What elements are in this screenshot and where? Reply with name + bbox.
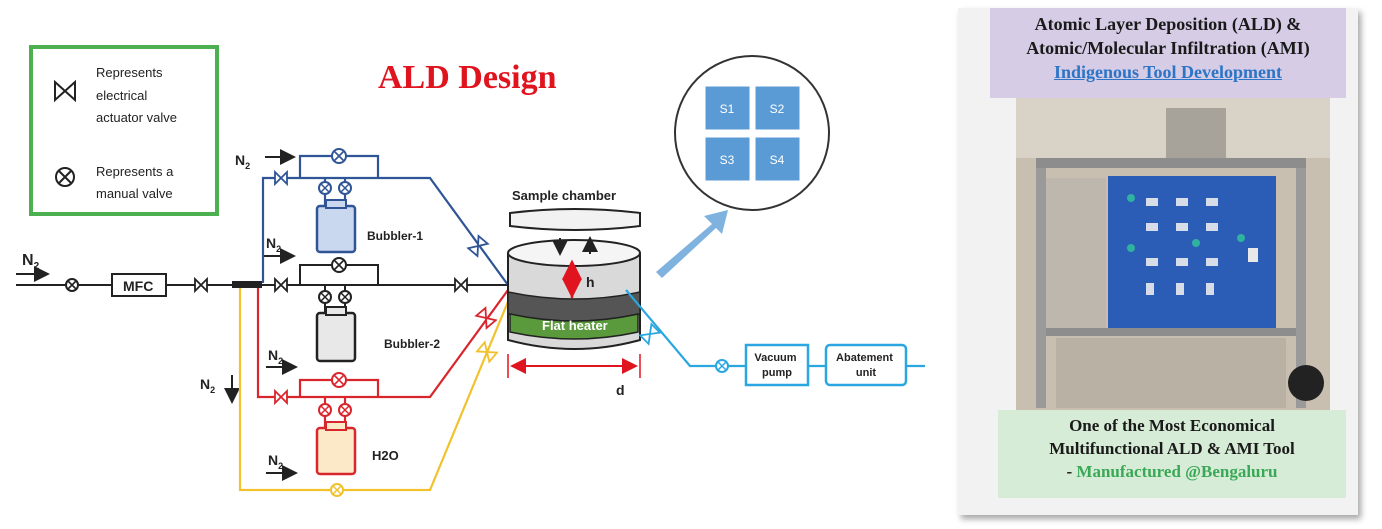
sample-grid: S1 S2 S3 S4 [704, 85, 801, 182]
bubbler1-label: Bubbler-1 [367, 229, 423, 243]
legend-box [29, 45, 219, 216]
legend-actuator-line2: electrical [96, 88, 147, 103]
h2o-label: H2O [372, 448, 399, 463]
n2-label-bubbler1: N2 [235, 149, 296, 171]
sample-tile-s1 [704, 85, 751, 131]
mfc-actuator-valve-icon [194, 276, 208, 294]
h2o-inlet-actuator-icon [274, 388, 288, 406]
vacuum-pump-line1: Vacuum [754, 352, 796, 364]
bubbler2-chamber-actuator-icon [454, 276, 468, 294]
n2-label-bubbler2: N2 [264, 235, 296, 264]
n2-label-purge: N2 [200, 375, 240, 404]
exhaust-actuator-valve-icon [638, 322, 662, 346]
diameter-label: d [616, 382, 625, 398]
svg-text:Represents a manual valve: Represents a manual valve [96, 164, 177, 201]
svg-text:N2: N2 [266, 235, 281, 254]
footer-line2: Multifunctional ALD & AMI Tool [1049, 439, 1295, 458]
svg-text:Abatement unit: Abatement unit [836, 352, 896, 379]
sample-s3-label: S3 [720, 153, 735, 167]
n2-label-h2o: N2 [266, 347, 298, 375]
legend-manual-line2: manual valve [96, 186, 173, 201]
mfc-label: MFC [123, 278, 153, 294]
footer-prefix: - [1066, 462, 1077, 481]
panel-heading: Atomic Layer Deposition (ALD) & Atomic/M… [990, 8, 1346, 98]
sample-zoom-circle [674, 55, 830, 211]
footer-line1: One of the Most Economical [1069, 416, 1275, 435]
svg-text:N2: N2 [235, 152, 250, 171]
diagram-title: ALD Design [378, 59, 557, 96]
bubbler2-vessel [315, 311, 357, 363]
svg-text:N2: N2 [200, 376, 215, 395]
bubbler1-bypass-manual-valve-icon [331, 148, 347, 164]
svg-text:N2: N2 [22, 252, 40, 272]
abatement-unit-box [824, 343, 908, 387]
height-label: h [586, 274, 595, 290]
bubbler1-chamber-actuator-icon [466, 234, 490, 258]
legend-actuator-line1: Represents [96, 65, 163, 80]
sample-s1-label: S1 [720, 102, 735, 116]
footer-line3: - Manufactured @Bengaluru [998, 460, 1346, 483]
abatement-line1: Abatement [836, 352, 893, 364]
vacuum-pump-line2: pump [762, 367, 792, 379]
bubbler2-bypass-manual-valve-icon [331, 257, 347, 273]
svg-text:Represents electrical: Represents electrical actuator valve [96, 65, 177, 125]
footer-highlight: Manufactured @Bengaluru [1076, 462, 1278, 481]
svg-text:N2: N2 [268, 347, 283, 366]
bubbler2-inlet-actuator-icon [274, 276, 288, 294]
bubbler1-manual-valves-icon [318, 181, 352, 195]
sample-s2-label: S2 [770, 102, 785, 116]
purge-manual-valve-icon [330, 483, 344, 497]
abatement-line2: unit [856, 367, 876, 379]
purge-chamber-actuator-icon [475, 340, 499, 364]
h2o-line [256, 288, 509, 428]
sample-tile-s4 [754, 136, 801, 182]
h2o-bypass-manual-valve-icon [331, 372, 347, 388]
sample-tile-s2 [754, 85, 801, 131]
sample-tile-s3 [704, 136, 751, 182]
heading-line1: Atomic Layer Deposition (ALD) & [1034, 14, 1302, 34]
n2-label-inlet: N2 [16, 252, 50, 282]
n2-label-yellow: N2 [266, 452, 298, 481]
actuator-valve-icon [54, 79, 76, 103]
inlet-manual-valve-icon [65, 278, 79, 292]
zoom-arrow-icon [656, 210, 728, 278]
legend-manual-line1: Represents a [96, 164, 174, 179]
sample-s4-label: S4 [770, 153, 785, 167]
bubbler1-vessel [315, 204, 357, 254]
bubbler2-manual-valves-icon [318, 290, 352, 304]
bubbler1-inlet-actuator-icon [274, 169, 288, 187]
manifold-junction [232, 281, 262, 288]
h2o-vessel [315, 426, 357, 476]
flat-heater-label: Flat heater [542, 318, 608, 333]
exhaust-manual-valve-icon [715, 359, 729, 373]
legend-actuator-line3: actuator valve [96, 110, 177, 125]
ald-tool-photo [1016, 98, 1330, 413]
sample-chamber [507, 208, 641, 350]
heading-line2: Atomic/Molecular Infiltration (AMI) [1026, 38, 1310, 58]
ald-design-diagram: ALD Design Represents electrical actuato… [16, 45, 925, 497]
tool-info-panel: Atomic Layer Deposition (ALD) & Atomic/M… [958, 8, 1358, 515]
mfc-box [111, 273, 167, 297]
diameter-dimension [507, 354, 641, 378]
sample-chamber-label: Sample chamber [512, 188, 616, 203]
bubbler2-label: Bubbler-2 [384, 337, 440, 351]
h2o-manual-valves-icon [318, 403, 352, 417]
panel-footer: One of the Most Economical Multifunction… [998, 410, 1346, 498]
svg-text:Vacuum pump: Vacuum pump [754, 352, 799, 379]
indigenous-tool-link[interactable]: Indigenous Tool Development [1053, 62, 1283, 82]
manual-valve-icon [55, 167, 75, 187]
h2o-chamber-actuator-icon [474, 306, 498, 330]
svg-text:N2: N2 [268, 452, 283, 471]
vacuum-pump-box [744, 343, 810, 387]
